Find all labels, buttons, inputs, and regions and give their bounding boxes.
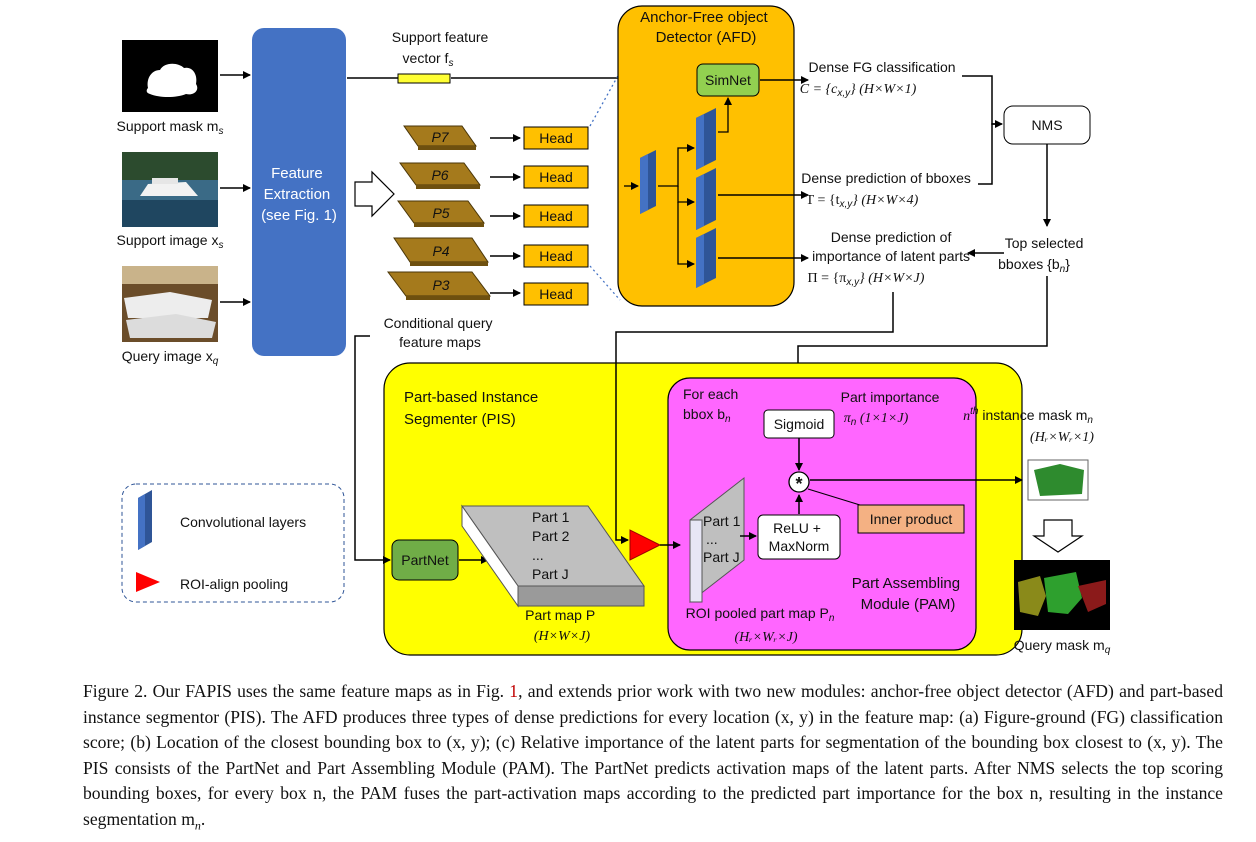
head-box: Head <box>523 165 589 189</box>
arrow <box>718 97 732 133</box>
pyramid-level-p4: P4 <box>393 237 489 266</box>
dense-bbox-label: Dense prediction of bboxes T = {tx,y} (H… <box>801 170 975 210</box>
dense-importance-label: Dense prediction of importance of latent… <box>808 229 974 288</box>
arrow <box>354 335 391 564</box>
support-mask-image <box>122 40 218 112</box>
pyramid-label: P6 <box>431 167 448 183</box>
caption-text-1: Our FAPIS uses the same feature maps as … <box>147 681 510 701</box>
simnet-label: SimNet <box>705 72 751 88</box>
conv-layer-icon <box>138 490 152 550</box>
star-icon: * <box>795 474 802 494</box>
part-map-label: Part map P (H×W×J) <box>525 607 599 644</box>
roi-align-icon <box>629 529 662 561</box>
roi-align-icon <box>136 572 160 592</box>
big-arrow-icon <box>354 170 395 218</box>
instance-mask-label: nth instance mask mn (Hᵣ×Wᵣ×1) <box>963 406 1097 445</box>
afd-title: Anchor-Free object Detector (AFD) <box>640 9 772 46</box>
caption-figure-number: Figure 2. <box>83 681 148 701</box>
pam-title: Part Assembling Module (PAM) <box>852 575 965 613</box>
caption-text-3: . <box>200 808 206 829</box>
head-box: Head <box>523 204 589 228</box>
query-image-label: Query image xq <box>122 348 219 367</box>
support-image <box>122 152 218 227</box>
caption-sub: n <box>194 818 201 833</box>
down-arrow-icon <box>1032 519 1084 553</box>
pyramid-level-p6: P6 <box>399 162 481 189</box>
pyramid-label: P4 <box>432 243 449 259</box>
support-image-label: Support image xs <box>117 232 224 251</box>
inner-product-box <box>857 504 965 534</box>
relu-maxnorm-box <box>757 514 841 560</box>
support-mask-label: Support mask ms <box>117 118 224 137</box>
pooled-parts: Part 1 ... Part J <box>703 513 744 565</box>
legend-conv-label: Convolutional layers <box>180 514 306 530</box>
pyramid-label: P3 <box>432 277 449 293</box>
part-map-slab <box>461 504 645 608</box>
legend-box <box>121 483 345 603</box>
zoom-line <box>589 265 621 301</box>
partnet-box <box>391 539 459 581</box>
arrow <box>677 202 695 268</box>
arrow <box>978 120 1003 185</box>
connector <box>807 488 861 506</box>
arrow <box>615 292 894 544</box>
sigmoid-label: Sigmoid <box>774 416 825 432</box>
arrow <box>658 144 695 187</box>
inner-product-operator <box>788 471 810 493</box>
pyramid-level-p5: P5 <box>397 200 485 227</box>
query-mask-label: Query mask mq <box>1014 637 1111 656</box>
roi-pooled-part-map <box>689 476 745 604</box>
relu-maxnorm-label: ReLU + MaxNorm <box>769 520 830 554</box>
support-feature-vector <box>397 73 451 84</box>
svg-text:Head: Head <box>539 130 572 146</box>
svg-text:Head: Head <box>539 248 572 264</box>
part-map-parts: Part 1 Part 2 ... Part J <box>532 509 573 582</box>
head-box: Head <box>523 126 589 150</box>
pyramid-label: P5 <box>432 205 449 221</box>
partnet-label: PartNet <box>401 552 449 568</box>
zoom-line <box>589 71 621 127</box>
pyramid-label: P7 <box>431 129 449 145</box>
figure-caption: Figure 2. Our FAPIS uses the same featur… <box>83 679 1223 839</box>
fapis-diagram: Support mask ms Support image xs Query i… <box>117 5 1111 656</box>
conv-layer-icon <box>696 108 716 170</box>
head-box: Head <box>523 244 589 268</box>
conv-layer-icon <box>640 150 656 214</box>
conv-layer-icon <box>696 228 716 288</box>
svg-text:Head: Head <box>539 208 572 224</box>
dense-fg-label: Dense FG classification C = {cx,y} (H×W×… <box>800 59 960 99</box>
query-mask-image <box>1014 560 1110 630</box>
conv-layer-icon <box>696 168 716 230</box>
simnet-box <box>696 63 760 97</box>
pyramid-level-p3: P3 <box>387 271 491 300</box>
conditional-query-label: Conditional query feature maps <box>384 315 497 350</box>
pyramid-level-p7: P7 <box>403 125 477 150</box>
pooled-label: ROI pooled part map Pn (Hᵣ×Wᵣ×J) <box>686 605 839 645</box>
feature-extraction-box <box>252 28 346 356</box>
part-importance-label: Part importance πn (1×1×J) <box>841 389 944 428</box>
caption-fig-ref[interactable]: 1 <box>509 681 519 701</box>
support-vector-label: Support feature vector fs <box>392 29 492 69</box>
svg-text:Head: Head <box>539 169 572 185</box>
arrow <box>962 75 1000 125</box>
instance-mask-image <box>1027 459 1089 501</box>
inner-product-label: Inner product <box>870 511 953 527</box>
for-each-bbox-label: For each bbox bn <box>683 386 742 425</box>
query-image <box>122 266 218 342</box>
svg-text:Head: Head <box>539 286 572 302</box>
feature-extraction-label: Feature Extraction (see Fig. 1) <box>261 165 337 224</box>
top-bboxes-label: Top selected bboxes {bn} <box>998 235 1087 275</box>
caption-text-2: , and extends prior work with two new mo… <box>83 681 1223 829</box>
legend-roi-label: ROI-align pooling <box>180 576 288 592</box>
pam-module <box>667 377 977 651</box>
pis-title: Part-based Instance Segmenter (PIS) <box>404 389 542 428</box>
nms-label: NMS <box>1031 117 1062 133</box>
head-box: Head <box>523 282 589 306</box>
